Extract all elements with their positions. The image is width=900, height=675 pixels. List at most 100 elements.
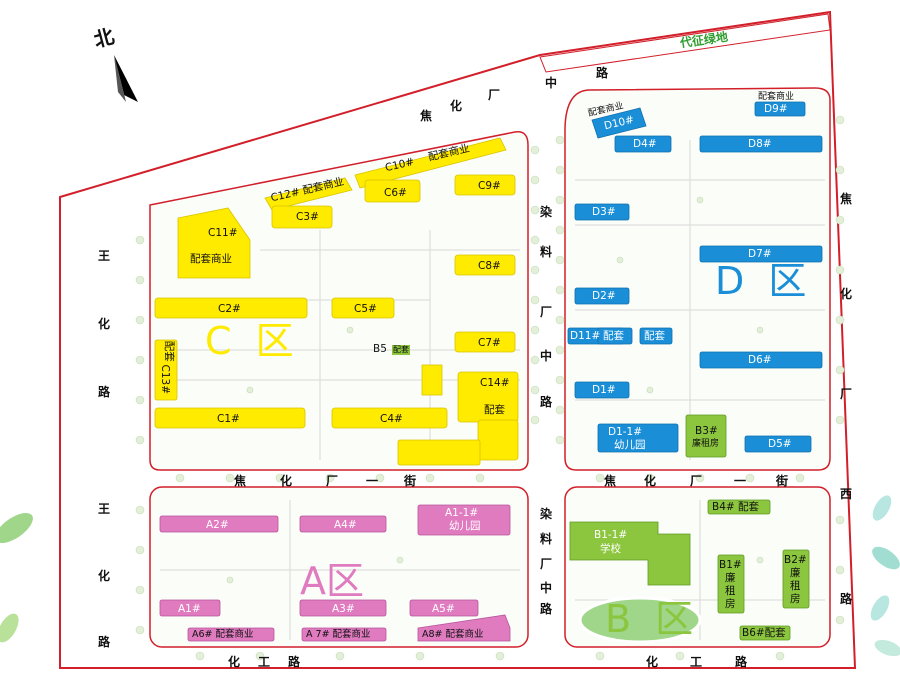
center-road-lower-char-5: 路 (540, 602, 553, 616)
sports-track (578, 596, 702, 644)
label-c3: C3# (296, 211, 319, 223)
south-road-left-char-3: 路 (288, 655, 301, 669)
building-c7 (454, 331, 516, 353)
building-d5 (744, 435, 812, 453)
center-road-lower-char-2: 料 (540, 532, 553, 546)
label-d2: D2# (592, 290, 616, 302)
south-road-left-char-2: 工 (258, 655, 271, 669)
label-a8: A8# 配套商业 (422, 629, 484, 640)
building-b3 (685, 414, 727, 458)
label-d6: D6# (748, 354, 772, 366)
label-c14: C14# (480, 377, 510, 389)
building-a5 (409, 599, 479, 617)
label-d8: D8# (748, 138, 772, 150)
leaf-decoration-right-icon (870, 495, 900, 657)
label-b3-sub: 廉租房 (692, 439, 720, 449)
west-road-upper-char-1: 王 (98, 249, 111, 263)
building-d11-b (597, 327, 633, 345)
building-c12 (264, 177, 353, 211)
label-a1-1: A1-1# (445, 507, 479, 519)
middle-road-right-char-1: 焦 (604, 474, 617, 488)
building-c15 (421, 364, 443, 396)
label-b1-title: B1# (719, 559, 742, 571)
label-c2: C2# (218, 303, 241, 315)
middle-road-left-char-1: 焦 (234, 474, 247, 488)
building-d2 (574, 287, 630, 305)
building-b1 (717, 554, 745, 614)
zone-a-buildings (159, 504, 511, 642)
building-d6 (699, 351, 823, 369)
label-c13-sub: 配套 (162, 340, 175, 362)
building-a1 (159, 599, 221, 617)
label-b4: B4# 配套 (712, 501, 760, 513)
label-b2-char-2: 廉 (790, 567, 801, 579)
building-c10 (354, 137, 507, 189)
building-d8 (699, 135, 823, 153)
middle-road-left-char-5: 街 (404, 474, 417, 488)
label-c13: C13# (159, 364, 171, 395)
label-b1-char-2: 廉 (725, 572, 736, 584)
west-road-lower-char-2: 化 (98, 569, 111, 583)
label-c5: C5# (354, 303, 377, 315)
label-d4: D4# (633, 138, 657, 150)
middle-road-left-char-2: 化 (280, 474, 293, 488)
center-road-upper-char-5: 路 (540, 395, 553, 409)
south-road-left-char-1: 化 (228, 655, 241, 669)
label-b5-sub: 配套 (392, 345, 410, 355)
west-road-lower-char-3: 路 (98, 635, 111, 649)
building-b1-1 (569, 521, 691, 586)
building-a6 (187, 627, 275, 642)
label-b2-char-3: 租 (790, 580, 801, 592)
east-road-char-4: 西 (840, 487, 853, 501)
label-c9: C9# (478, 180, 501, 192)
center-road-upper-char-3: 厂 (540, 305, 553, 319)
building-c11 (177, 207, 251, 279)
center-road-lower-char-4: 中 (540, 581, 553, 595)
label-b6: B6#配套 (742, 627, 786, 639)
building-c6 (364, 179, 421, 203)
label-a5: A5# (432, 603, 455, 615)
east-road-char-3: 厂 (840, 387, 853, 401)
label-c6: C6# (384, 187, 407, 199)
center-road-lower-char-3: 厂 (540, 557, 553, 571)
middle-road-right-char-3: 厂 (690, 474, 703, 488)
label-d11-a: 配套 (603, 330, 624, 342)
north-road-char-4: 中 (545, 76, 558, 90)
label-d1: D1# (592, 384, 616, 396)
south-road-right-char-2: 工 (690, 655, 703, 669)
building-c1 (154, 407, 306, 429)
label-d1-1-sub: 幼儿园 (614, 439, 646, 451)
label-a6: A6# 配套商业 (192, 629, 254, 640)
label-b2-char-4: 房 (790, 593, 801, 605)
label-c11: C11# (208, 227, 238, 239)
label-c7: C7# (478, 337, 501, 349)
building-d7 (699, 245, 823, 263)
zone-d-label: D 区 (715, 259, 813, 303)
building-d1-1 (597, 423, 679, 453)
zone-b-buildings (569, 414, 810, 641)
center-road-upper-char-1: 染 (540, 205, 553, 219)
label-d5: D5# (768, 438, 792, 450)
middle-road-right-char-5: 街 (776, 474, 789, 488)
label-d11: D11# (570, 330, 601, 342)
middle-road-left-char-4: 一 (366, 474, 379, 488)
label-d11-b: 配套 (644, 330, 665, 342)
building-d9 (754, 101, 806, 117)
building-d1 (574, 381, 630, 399)
zone-b-label: B 区 (605, 597, 700, 641)
label-d9-sub: 配套商业 (758, 92, 795, 102)
west-road-upper-char-2: 化 (98, 317, 111, 331)
west-road-lower-char-1: 王 (98, 502, 111, 516)
building-c14-c (397, 439, 481, 466)
west-road-upper-char-3: 路 (98, 385, 111, 399)
label-d7: D7# (748, 248, 772, 260)
label-c8: C8# (478, 260, 501, 272)
label-d1-1: D1-1# (608, 426, 643, 438)
label-b3: B3# (695, 425, 718, 437)
zone-c-buildings (154, 137, 519, 466)
zone-d-buildings (567, 101, 823, 453)
building-d3 (574, 203, 630, 221)
building-a1-1 (417, 504, 511, 536)
